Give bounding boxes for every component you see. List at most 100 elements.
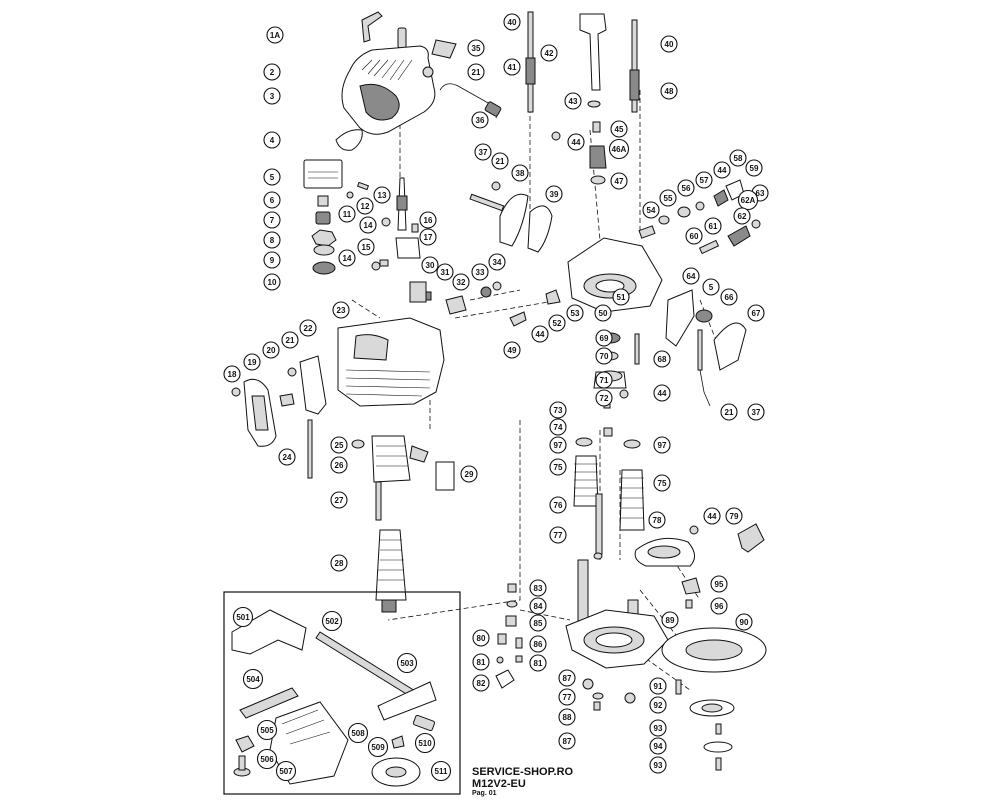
callout-number: 76 [554, 501, 563, 510]
callout-number: 23 [337, 306, 346, 315]
callout-95: 95 [710, 575, 728, 593]
callout-60: 60 [685, 227, 703, 245]
callout-75: 75 [653, 474, 671, 492]
switch-holder-part [395, 237, 421, 259]
terminal-part [435, 461, 455, 491]
callout-number: 13 [378, 191, 387, 200]
callout-80: 80 [472, 629, 490, 647]
callout-19: 19 [243, 353, 261, 371]
callout-44: 44 [531, 325, 549, 343]
callout-number: 90 [740, 618, 749, 627]
straight-guide-part [377, 681, 437, 721]
callout-74: 74 [549, 418, 567, 436]
callout-70: 70 [595, 347, 613, 365]
callout-59: 59 [745, 159, 763, 177]
callout-number: 35 [472, 44, 481, 53]
callout-75: 75 [549, 458, 567, 476]
pin-part [346, 191, 354, 199]
callout-7: 7 [263, 211, 281, 229]
callout-91: 91 [649, 677, 667, 695]
callout-81: 81 [472, 653, 490, 671]
plug-part [484, 101, 502, 117]
callout-number: 40 [508, 18, 517, 27]
hose-adaptor-part [737, 523, 765, 553]
callout-number: 504 [246, 675, 260, 684]
callout-number: 38 [516, 169, 525, 178]
callout-number: 77 [563, 693, 572, 702]
callout-number: 37 [479, 148, 488, 157]
callout-number: 1A [270, 31, 280, 40]
callout-number: 80 [477, 634, 486, 643]
callout-44: 44 [567, 133, 585, 151]
callout-number: 56 [682, 184, 691, 193]
callout-number: 12 [361, 202, 370, 211]
callout-81: 81 [529, 654, 547, 672]
callout-72: 72 [595, 389, 613, 407]
callout-46A: 46A [608, 138, 630, 160]
bellows-part [573, 455, 599, 507]
callout-number: 97 [658, 441, 667, 450]
callout-number: 43 [569, 97, 578, 106]
callout-21: 21 [491, 152, 509, 170]
callout-number: 86 [534, 640, 543, 649]
callout-number: 94 [654, 742, 663, 751]
callout-number: 87 [563, 674, 572, 683]
callout-number: 44 [572, 138, 581, 147]
callout-21: 21 [467, 63, 485, 81]
callout-96: 96 [710, 597, 728, 615]
callout-number: 511 [435, 767, 448, 776]
page-number: Pag. 01 [472, 790, 497, 797]
callout-10: 10 [263, 273, 281, 291]
callout-62A: 62A [737, 189, 759, 211]
callout-48: 48 [660, 82, 678, 100]
callout-number: 88 [563, 713, 572, 722]
callout-507: 507 [275, 760, 297, 782]
callout-number: 505 [260, 726, 274, 735]
stator-part [371, 435, 411, 483]
rod-part [631, 19, 638, 113]
rod-part [307, 419, 313, 479]
callout-55: 55 [659, 189, 677, 207]
callout-97: 97 [549, 436, 567, 454]
pin-part [356, 181, 370, 191]
callout-number: 95 [715, 580, 724, 589]
bolt-part [412, 714, 436, 732]
callout-number: 30 [426, 261, 435, 270]
callout-93: 93 [649, 719, 667, 737]
callout-504: 504 [242, 668, 264, 690]
callout-number: 507 [279, 767, 293, 776]
callout-number: 22 [304, 324, 313, 333]
callout-number: 16 [424, 216, 433, 225]
nut-part [317, 195, 329, 207]
callout-506: 506 [256, 748, 278, 770]
callout-38: 38 [511, 164, 529, 182]
callout-number: 48 [665, 87, 674, 96]
callout-number: 508 [351, 729, 365, 738]
callout-number: 73 [554, 406, 563, 415]
callout-number: 71 [600, 376, 609, 385]
callout-number: 509 [371, 743, 385, 752]
callout-number: 26 [335, 461, 344, 470]
callout-44: 44 [713, 161, 731, 179]
callout-number: 46A [612, 145, 627, 154]
callout-15: 15 [357, 238, 375, 256]
callout-number: 510 [418, 739, 432, 748]
callout-number: 42 [545, 49, 554, 58]
callout-30: 30 [421, 256, 439, 274]
callout-26: 26 [330, 456, 348, 474]
callout-number: 58 [734, 154, 743, 163]
callout-number: 24 [283, 453, 292, 462]
callout-number: 502 [325, 617, 339, 626]
callout-number: 19 [248, 358, 257, 367]
callout-73: 73 [549, 401, 567, 419]
callout-42: 42 [540, 44, 558, 62]
callout-509: 509 [367, 736, 389, 758]
callout-number: 62 [738, 212, 747, 221]
callout-number: 9 [270, 256, 275, 265]
callout-92: 92 [649, 696, 667, 714]
callout-number: 20 [267, 346, 276, 355]
callout-22: 22 [299, 319, 317, 337]
bellows-part [619, 469, 645, 531]
callout-56: 56 [677, 179, 695, 197]
callout-505: 505 [256, 719, 278, 741]
